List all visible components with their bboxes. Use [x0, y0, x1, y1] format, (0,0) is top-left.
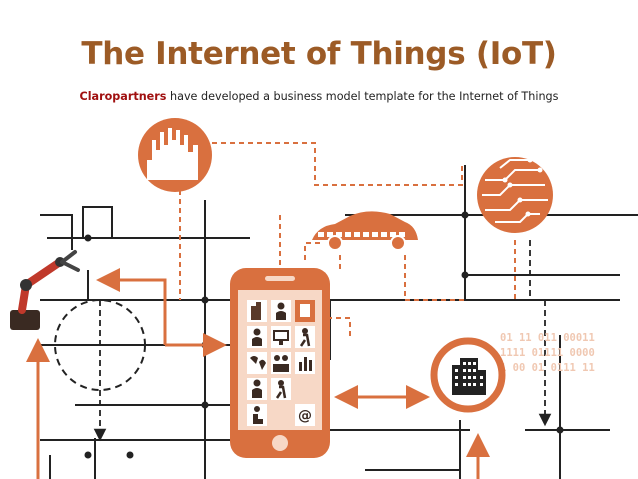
binary-data: 01 11 011 00011 1111 01111 0000 1 00 01 … [500, 332, 595, 374]
at-sign-icon [295, 404, 315, 426]
robot-arm-icon [10, 250, 80, 330]
dashed-network-lines [93, 240, 552, 442]
at-sign-label: @ [298, 408, 312, 424]
page-subtitle: Claropartners have developed a business … [0, 90, 638, 103]
connected-car-icon [312, 211, 418, 251]
phone-icon-grid: @ [247, 300, 315, 426]
subtitle-text: have developed a business model template… [166, 90, 559, 103]
dashed-circle [54, 299, 146, 391]
person-walking-icon [295, 326, 315, 348]
binary-row: 1 00 01 0111 11 [500, 362, 595, 374]
orange-arrows [26, 268, 490, 479]
brand-name: Claropartners [79, 90, 167, 103]
circuit-board-icon [477, 157, 553, 233]
page-title: The Internet of Things (IoT) [81, 36, 557, 72]
binary-row: 1111 01111 0000 [500, 347, 595, 359]
binary-row: 01 11 011 00011 [500, 332, 595, 344]
city-skyline-icon [138, 118, 212, 192]
office-building-icon [430, 337, 506, 413]
person-walking-icon [271, 378, 291, 400]
